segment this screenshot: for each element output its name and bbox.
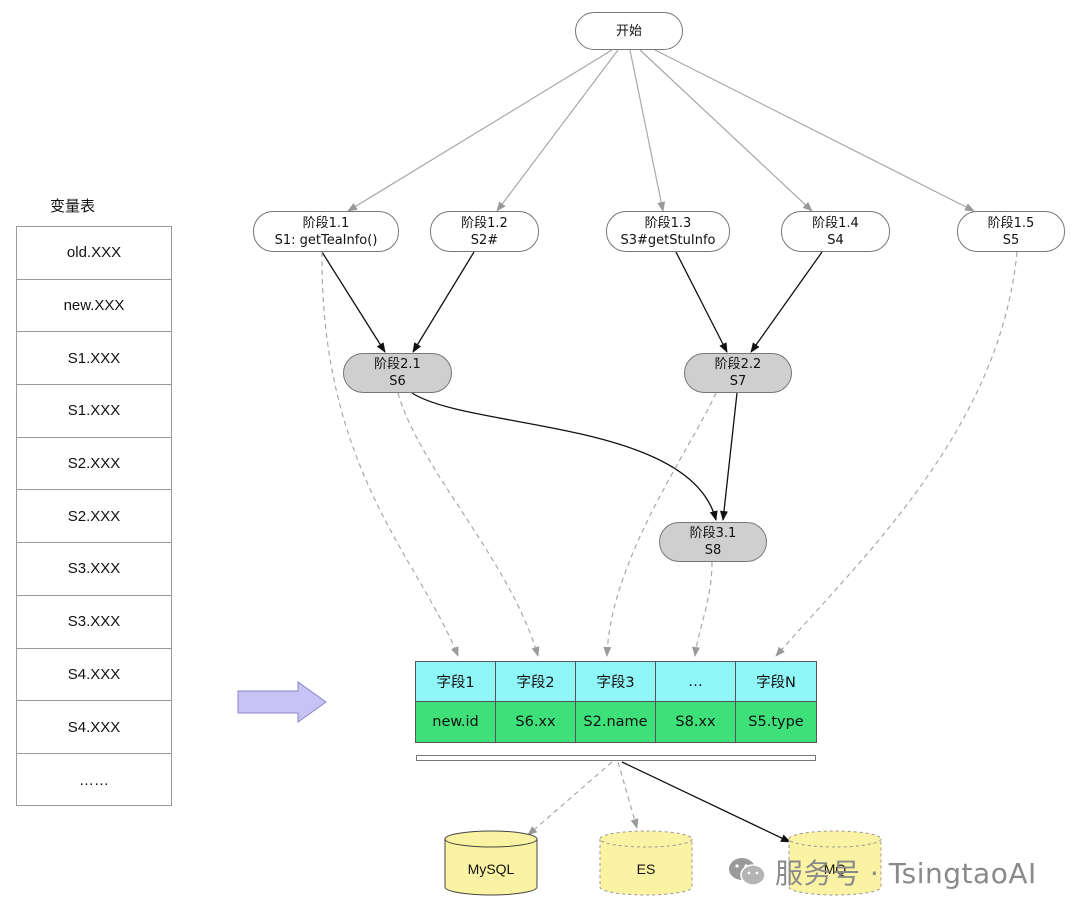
output-bar (416, 755, 816, 761)
variable-row: S2.XXX (17, 490, 171, 544)
stage-label: 阶段1.1 (302, 215, 350, 231)
stage-label: 阶段3.1 (689, 526, 737, 541)
edge-s2-1-s3-1 (411, 392, 718, 521)
edge-start-s1-5 (654, 49, 975, 212)
stage-2-1-node: 阶段2.1 S6 (343, 353, 452, 393)
field-header: 字段1 (416, 662, 496, 702)
start-node: 开始 (575, 12, 683, 50)
edge-s2-2-field3 (603, 392, 717, 657)
dependency-edges (321, 251, 823, 843)
edge-s3-1-field4 (692, 561, 713, 657)
variable-row: S1.XXX (17, 385, 171, 438)
mq-label: MQ (823, 861, 847, 877)
stage-1-2-node: 阶段1.2 S2# (430, 211, 539, 252)
edge-bar-mysql (527, 761, 613, 836)
es-cylinder-icon (599, 830, 693, 896)
field-table: 字段1 字段2 字段3 … 字段N new.id S6.xx S2.name S… (415, 661, 817, 743)
watermark: 服务号 · TsingtaoAI (727, 852, 1037, 892)
step-label: S6 (389, 374, 406, 389)
stage-1-1-node: 阶段1.1 S1: getTeaInfo() (253, 211, 399, 252)
variable-row: S3.XXX (17, 543, 171, 596)
variable-row: S4.XXX (17, 649, 171, 702)
edge-start-s1-3 (629, 49, 666, 212)
mq-cylinder-icon (788, 830, 882, 896)
stage-2-2-node: 阶段2.2 S7 (684, 353, 792, 393)
variable-row: S4.XXX (17, 701, 171, 754)
stage-1-4-node: 阶段1.4 S4 (781, 211, 890, 252)
edge-start-s1-1 (347, 49, 613, 212)
edge-s1-1-field1 (321, 251, 459, 657)
stage-label: 阶段1.3 (644, 215, 692, 231)
start-edges (347, 49, 975, 212)
edge-start-s1-4 (639, 49, 813, 212)
variable-row: new.XXX (17, 280, 171, 333)
field-value: new.id (416, 702, 496, 742)
field-value: S2.name (576, 702, 656, 742)
edge-start-s1-2 (496, 49, 619, 212)
step-label: S8 (704, 543, 722, 558)
es-label: ES (636, 861, 656, 877)
field-header: 字段N (736, 662, 816, 702)
field-header: 字段2 (496, 662, 576, 702)
edge-bar-es (617, 761, 639, 829)
step-label: S2# (470, 232, 499, 248)
step-label: S5 (1002, 232, 1020, 248)
field-value: S5.type (736, 702, 816, 742)
field-value: S6.xx (496, 702, 576, 742)
stage-label: 阶段1.4 (812, 215, 859, 231)
stage-label: 阶段2.1 (374, 357, 421, 372)
variable-row: S3.XXX (17, 596, 171, 649)
field-value: S8.xx (656, 702, 736, 742)
stage-label: 阶段1.5 (987, 215, 1035, 231)
step-label: S7 (729, 374, 747, 389)
watermark-text: 服务号 · TsingtaoAI (775, 857, 1037, 890)
edge-s1-4-s2-2 (750, 251, 823, 353)
step-label: S1: getTeaInfo() (274, 232, 378, 248)
field-header: … (656, 662, 736, 702)
variable-row: …… (79, 771, 109, 789)
field-header: 字段3 (576, 662, 656, 702)
edge-s1-5-fieldn (775, 251, 1018, 657)
variable-row: S1.XXX (17, 332, 171, 386)
mysql-cylinder-icon (444, 830, 538, 896)
wechat-icon (729, 858, 766, 886)
stage-label: 阶段2.2 (714, 357, 762, 372)
transform-arrow-icon (237, 681, 327, 723)
stage-3-1-node: 阶段3.1 S8 (659, 522, 767, 562)
mysql-label: MySQL (467, 861, 515, 877)
edge-s1-1-s2-1 (321, 251, 386, 353)
edge-s2-2-s3-1 (720, 392, 738, 521)
variable-table: old.XXX new.XXX S1.XXX S1.XXX S2.XXX S2.… (16, 226, 172, 806)
stage-label: 阶段1.2 (461, 215, 508, 231)
stage-1-5-node: 阶段1.5 S5 (957, 211, 1065, 252)
edge-s1-3-s2-2 (675, 251, 728, 353)
mapping-edges (321, 251, 1018, 836)
edge-s2-1-field2 (397, 392, 540, 657)
step-label: S3#getStuInfo (620, 232, 716, 248)
variable-table-title: 变量表 (50, 197, 96, 215)
variable-row: old.XXX (17, 227, 171, 280)
edge-bar-mq (621, 761, 791, 843)
edge-s1-2-s2-1 (412, 251, 475, 353)
stage-1-3-node: 阶段1.3 S3#getStuInfo (606, 211, 730, 252)
step-label: S4 (827, 232, 844, 248)
variable-row: S2.XXX (17, 438, 171, 491)
start-node-label: 开始 (615, 23, 642, 39)
